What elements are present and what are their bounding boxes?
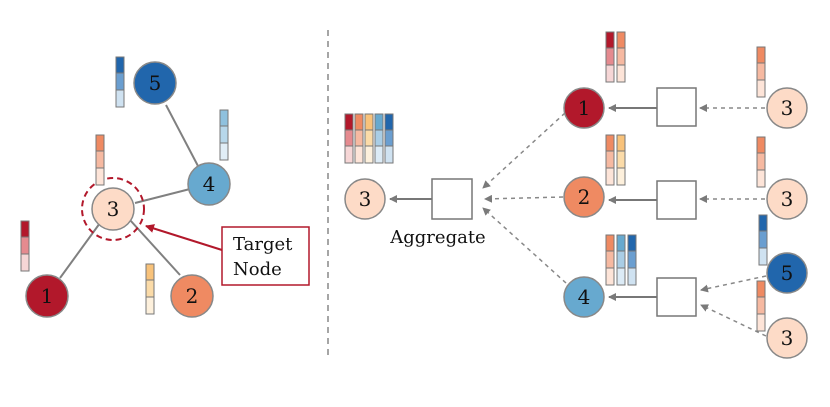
target-label-line1: Target — [233, 234, 293, 255]
edge-3-4 — [134, 188, 191, 204]
aggregated-feature-vector — [344, 113, 394, 164]
leaf-node-3-a-label: 3 — [781, 96, 794, 120]
node-5-label: 5 — [149, 71, 162, 95]
node-4-label: 4 — [203, 172, 216, 196]
edge-n1-to-agg — [482, 112, 566, 189]
aggregator-box-level2-c — [656, 277, 697, 317]
feature-vector-leaf3-b — [756, 136, 766, 188]
leaf-node-5-label: 5 — [781, 261, 794, 285]
target-node-callout: Target Node — [145, 224, 310, 286]
edge-n4-to-agg — [482, 207, 567, 284]
edge-leaf3c-to-agg3 — [700, 304, 767, 337]
node-2: 2 — [170, 274, 214, 318]
node-3-label: 3 — [107, 197, 120, 221]
feature-vector-leaf5 — [758, 214, 768, 266]
node-1: 1 — [25, 274, 69, 318]
edge-n2-to-agg — [484, 194, 564, 203]
feature-vector-level1-n4 — [605, 234, 637, 286]
node-3-target: 3 — [91, 187, 135, 231]
node-1-label: 1 — [41, 284, 54, 308]
leaf-node-3-c-label: 3 — [781, 326, 794, 350]
aggregator-box — [431, 178, 473, 220]
level1-node-2-label: 2 — [578, 185, 591, 209]
feature-vector-3 — [95, 134, 105, 186]
node-4: 4 — [187, 162, 231, 206]
feature-vector-level1-n2 — [605, 134, 626, 186]
level1-node-1: 1 — [563, 87, 605, 129]
aggregate-label: Aggregate — [389, 227, 485, 248]
leaf-node-3-c: 3 — [766, 317, 808, 359]
feature-vector-level1-n1 — [605, 31, 626, 83]
root-node-3: 3 — [344, 178, 386, 220]
feature-vector-leaf3-a — [756, 46, 766, 98]
aggregator-box-level2-b — [656, 180, 697, 220]
leaf-node-3-b-label: 3 — [781, 187, 794, 211]
target-label-line2: Node — [233, 259, 282, 280]
level1-node-4-label: 4 — [578, 285, 591, 309]
aggregator-box-level2-a — [656, 87, 697, 127]
node-5: 5 — [133, 61, 177, 105]
level1-node-2: 2 — [563, 176, 605, 218]
feature-vector-4 — [219, 109, 229, 161]
aggregation-tree: 3 Aggregate 1 — [344, 31, 808, 359]
leaf-node-5: 5 — [766, 252, 808, 294]
input-graph: 1 2 3 4 5 — [20, 56, 310, 318]
edge-4-5 — [165, 104, 199, 167]
target-halo — [81, 177, 145, 241]
feature-vector-2 — [145, 263, 155, 315]
node-2-label: 2 — [186, 284, 199, 308]
leaf-node-3-a: 3 — [766, 87, 808, 129]
leaf-node-3-b: 3 — [766, 178, 808, 220]
edge-3-1 — [59, 222, 101, 279]
feature-vector-5 — [115, 56, 125, 108]
level1-node-4: 4 — [563, 276, 605, 318]
feature-vector-leaf3-c — [756, 280, 766, 332]
level1-node-1-label: 1 — [578, 96, 591, 120]
root-node-3-label: 3 — [359, 187, 372, 211]
edge-3-2 — [129, 219, 181, 276]
edge-leaf5-to-agg3 — [700, 275, 767, 293]
feature-vector-1 — [20, 220, 30, 272]
